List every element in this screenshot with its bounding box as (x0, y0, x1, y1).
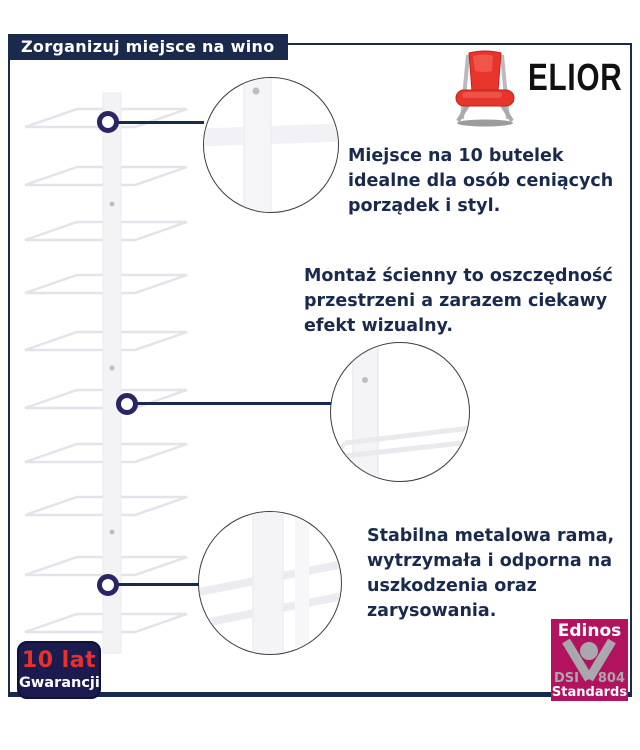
product-image-wine-rack (24, 92, 188, 654)
callout-dot-middle (116, 393, 138, 415)
zoom-detail-middle (333, 343, 469, 481)
callout-line-bottom (117, 583, 199, 586)
edinos-standards-label: Standards (551, 685, 628, 700)
callout-line-middle (136, 402, 331, 405)
warranty-label: Gwarancji (19, 675, 100, 691)
callout-line-top (117, 121, 204, 124)
zoom-detail-bottom (199, 512, 341, 654)
edinos-804-label: 804 (597, 671, 625, 686)
feature-text-durability: Stabilna metalowa rama, wytrzymała i odp… (367, 526, 615, 621)
zoom-circle-bottom-frame (198, 511, 342, 655)
v-check-circle-icon (562, 639, 616, 682)
callout-dot-bottom (97, 574, 119, 596)
zoom-circle-top-mount (203, 77, 339, 213)
callout-dot-top (97, 111, 119, 133)
zoom-detail-top (204, 78, 338, 212)
edinos-standards-badge: Edinos DSI 804 Standards (551, 619, 628, 701)
warranty-badge: 10 lat Gwarancji (17, 641, 101, 699)
zoom-circle-middle-shelf (330, 342, 470, 482)
red-chair-icon (455, 50, 515, 127)
title-banner: Zorganizuj miejsce na wino (8, 34, 288, 60)
feature-text-wall-mount: Montaż ścienny to oszczędność przestrzen… (304, 266, 613, 336)
brand-logo: ELIOR (450, 45, 630, 127)
feature-text-capacity: Miejsce na 10 butelek idealne dla osób c… (348, 146, 614, 216)
warranty-years: 10 lat (21, 648, 97, 673)
page-frame-border (8, 43, 632, 697)
edinos-brand: Edinos (557, 621, 622, 641)
edinos-dsi-label: DSI (554, 671, 579, 686)
brand-name: ELIOR (528, 57, 623, 99)
